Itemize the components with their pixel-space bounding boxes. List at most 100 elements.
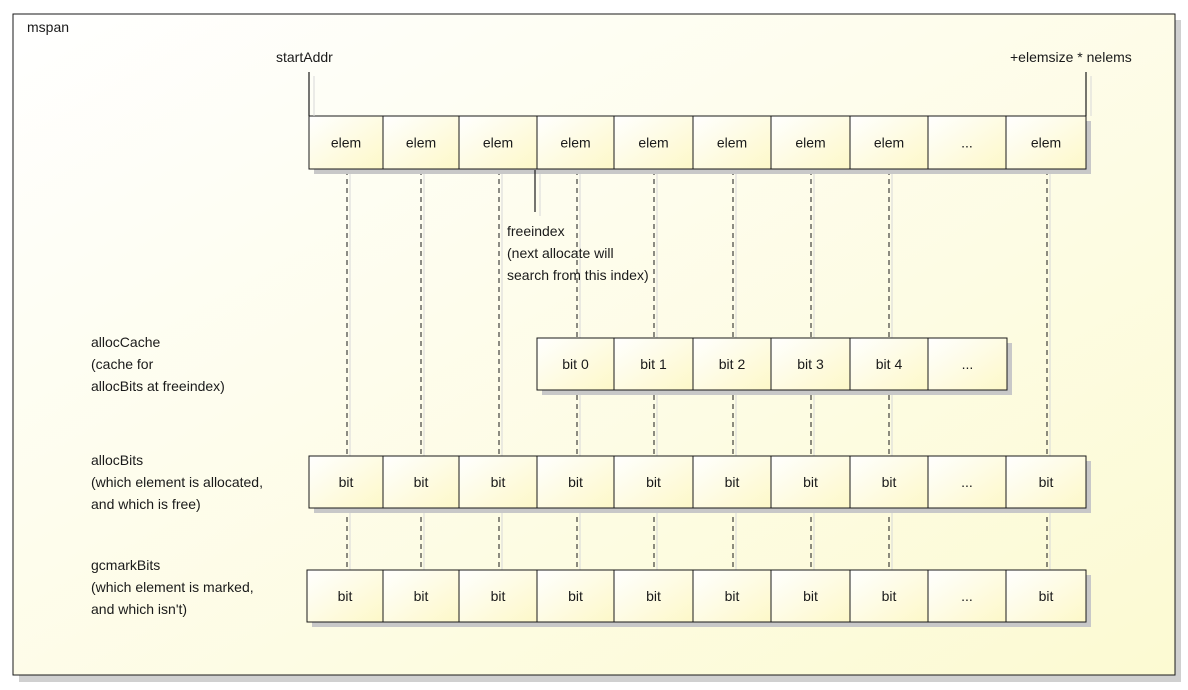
cell-label: bit — [646, 588, 661, 604]
cell: bit — [770, 569, 851, 623]
cell-box — [613, 455, 694, 509]
cell-box — [770, 455, 851, 509]
cell-box — [382, 455, 460, 509]
cell: bit — [849, 455, 929, 509]
cell: bit — [849, 569, 929, 623]
cell-box — [770, 115, 851, 170]
cell-box — [1005, 455, 1087, 509]
gcmarkbits-label: gcmarkBits (which element is marked, and… — [91, 554, 254, 620]
cell-label: ... — [961, 135, 973, 151]
cell-box — [1005, 115, 1087, 170]
cell-label: bit 2 — [719, 356, 746, 372]
cell-box — [770, 569, 851, 623]
cell: elem — [770, 115, 851, 170]
alloccache-desc-2: allocBits at freeindex) — [91, 378, 225, 394]
cell-label: ... — [962, 356, 974, 372]
cell-box — [536, 455, 615, 509]
cell-label: bit — [339, 474, 354, 490]
cell-label: bit — [646, 474, 661, 490]
allocbits-title: allocBits — [91, 452, 144, 468]
rows-layer: elem elem elem elem elem elem elem elem... elem b… — [306, 115, 1091, 627]
cell-label: bit — [491, 588, 506, 604]
gcmarkbits-desc-1: (which element is marked, — [91, 579, 254, 595]
cell-box — [692, 569, 772, 623]
cell-box — [692, 455, 772, 509]
cell-box — [613, 115, 694, 170]
cell-box — [692, 337, 772, 391]
cell: bit 2 — [692, 337, 772, 391]
cell-label: elem — [560, 135, 590, 151]
cell-box — [613, 337, 694, 391]
cell-label: bit 0 — [562, 356, 589, 372]
cell-box — [458, 455, 538, 509]
cell-label: bit — [414, 474, 429, 490]
cell: elem — [1005, 115, 1087, 170]
cell-label: bit 4 — [876, 356, 903, 372]
row-gcmarkbits: bit bit bit bit bit bit bit bit... bit — [306, 569, 1091, 627]
gcmarkbits-desc-2: and which isn't) — [91, 601, 188, 617]
alloccache-label: allocCache (cache for allocBits at freei… — [91, 331, 225, 397]
cell-box — [927, 569, 1007, 623]
cell: elem — [308, 115, 384, 170]
cell: bit — [1005, 569, 1087, 623]
cell: elem — [536, 115, 615, 170]
cell: bit — [613, 455, 694, 509]
freeindex-desc-1: (next allocate will — [507, 245, 614, 261]
cell-label: elem — [874, 135, 904, 151]
cell-box — [613, 569, 694, 623]
cell: elem — [382, 115, 460, 170]
cell: bit — [536, 455, 615, 509]
cell-box — [1005, 569, 1087, 623]
cell-box — [849, 337, 929, 391]
cell: ... — [927, 337, 1008, 391]
cell-label: ... — [961, 474, 973, 490]
cell-label: bit — [568, 474, 583, 490]
allocbits-desc-2: and which is free) — [91, 496, 201, 512]
cell-label: elem — [638, 135, 668, 151]
cell: bit — [458, 569, 538, 623]
cell-label: bit — [725, 474, 740, 490]
row-alloccache: bit 0 bit 1 bit 2 bit 3 bit 4... — [536, 337, 1012, 395]
cell-label: bit — [491, 474, 506, 490]
connector-lines — [346, 170, 1051, 570]
cell-label: bit — [568, 588, 583, 604]
allocbits-desc-1: (which element is allocated, — [91, 474, 263, 490]
freeindex-desc-2: search from this index) — [507, 267, 649, 283]
cell-box — [849, 115, 929, 170]
cell-box — [308, 115, 384, 170]
cell-label: bit — [338, 588, 353, 604]
cell: ... — [927, 115, 1007, 170]
cell: bit — [692, 455, 772, 509]
cell: bit 3 — [770, 337, 851, 391]
cell: bit — [382, 569, 460, 623]
cell: bit 1 — [613, 337, 694, 391]
cell-box — [382, 569, 460, 623]
cell-box — [536, 337, 615, 391]
cell-label: elem — [483, 135, 513, 151]
allocbits-label: allocBits (which element is allocated, a… — [91, 449, 263, 515]
cell: bit — [458, 455, 538, 509]
cell-label: ... — [961, 588, 973, 604]
cell-label: elem — [406, 135, 436, 151]
cell-label: elem — [717, 135, 747, 151]
cell: bit — [306, 569, 384, 623]
cell-label: bit — [803, 474, 818, 490]
cell: elem — [458, 115, 538, 170]
cell: bit 0 — [536, 337, 615, 391]
alloccache-desc-1: (cache for — [91, 356, 154, 372]
cell-box — [692, 115, 772, 170]
cell-box — [382, 115, 460, 170]
cell: bit — [536, 569, 615, 623]
cell-label: bit — [882, 588, 897, 604]
gcmarkbits-title: gcmarkBits — [91, 557, 161, 573]
row-elems: elem elem elem elem elem elem elem elem... elem — [308, 115, 1091, 174]
cell-label: elem — [1031, 135, 1061, 151]
cell: bit — [1005, 455, 1087, 509]
cell-label: elem — [331, 135, 361, 151]
cell: elem — [613, 115, 694, 170]
cell-box — [458, 115, 538, 170]
cell: elem — [692, 115, 772, 170]
cell: ... — [927, 569, 1007, 623]
cell-label: bit — [725, 588, 740, 604]
